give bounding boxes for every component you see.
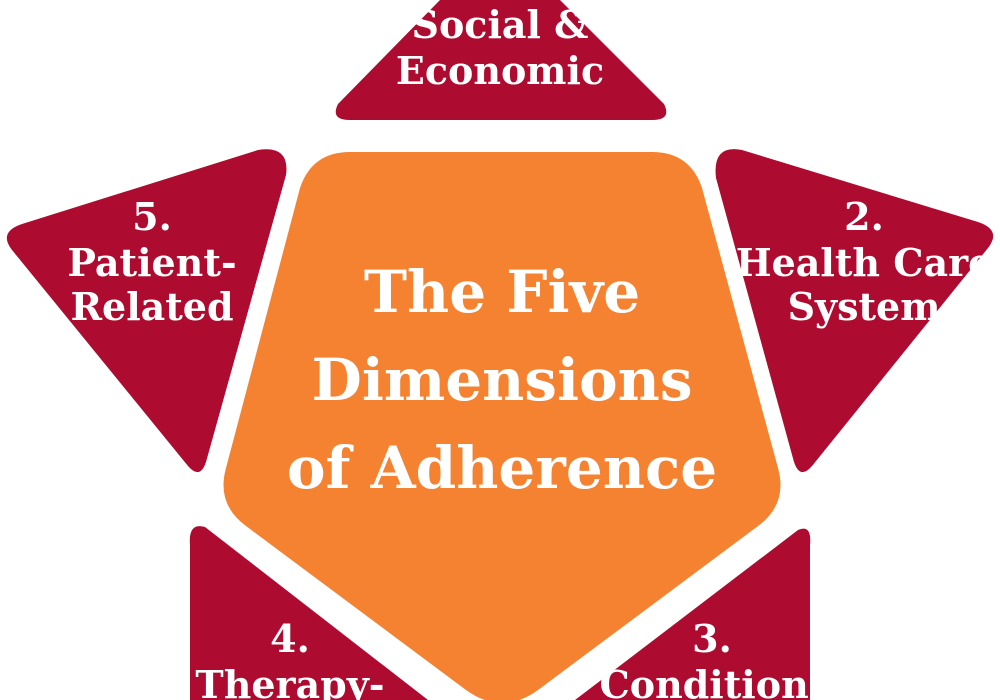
therapy-related-number: 4. — [270, 616, 310, 661]
center-title-line1: The Five — [364, 258, 640, 326]
therapy-related-label-line1: Therapy- — [195, 662, 384, 700]
star-point-social-economic — [335, 0, 667, 120]
star-point-patient-related — [6, 149, 287, 473]
health-care-system-number: 2. — [844, 194, 884, 239]
health-care-system-label-line2: System — [788, 284, 941, 329]
condition-related-label-line1: Condition- — [600, 662, 825, 700]
health-care-system-label-line1: Health Care — [736, 240, 993, 285]
patient-related-label-line1: Patient- — [67, 240, 236, 285]
star-point-condition-related — [575, 528, 811, 700]
star-point-health-care-system — [715, 149, 994, 473]
center-title-line2: Dimensions — [312, 346, 693, 414]
patient-related-label-line2: Related — [70, 284, 233, 329]
social-economic-label-line2: Economic — [396, 48, 604, 93]
center-title-line3: of Adherence — [287, 434, 717, 502]
patient-related-number: 5. — [132, 194, 172, 239]
center-pentagon — [223, 152, 781, 700]
social-economic-label-line1: Social & — [412, 2, 589, 47]
condition-related-number: 3. — [692, 616, 732, 661]
star-point-therapy-related — [189, 526, 428, 700]
